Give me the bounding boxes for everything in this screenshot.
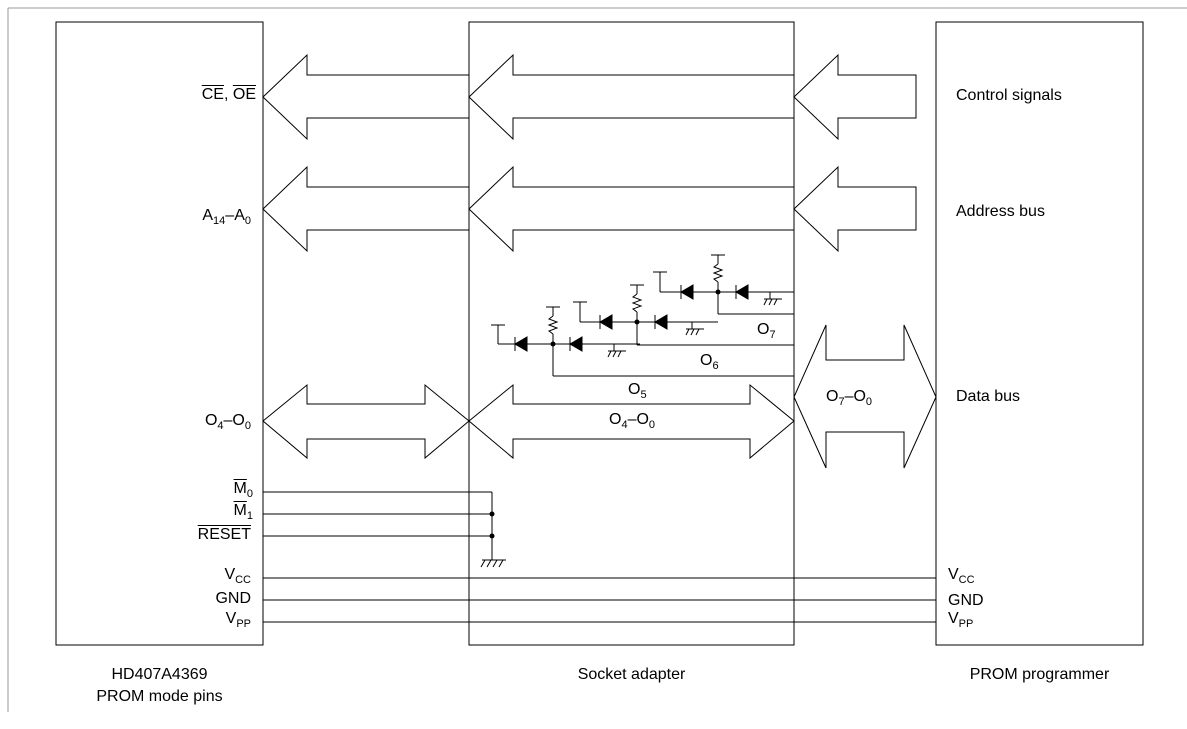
data-pins-label: O4–O0 xyxy=(150,412,251,432)
bus-o0-sub: 0 xyxy=(865,396,873,408)
o7-text: O xyxy=(757,321,770,338)
address-arrow-middle xyxy=(468,165,795,253)
ce-oe-label: CE, OE xyxy=(150,86,256,104)
right-gnd-label: GND xyxy=(948,592,984,609)
programmer-caption: PROM programmer xyxy=(969,666,1110,683)
reset-text: RESET xyxy=(197,526,251,543)
m0-text: M xyxy=(233,480,247,497)
socket-adapter-block xyxy=(468,21,795,646)
m0-label: M0 xyxy=(150,480,253,500)
adapter-o0-sub: 0 xyxy=(648,419,656,431)
o6-sub: 6 xyxy=(712,360,719,372)
ce-oe-sep: , xyxy=(223,86,233,103)
data-o2-sub: 0 xyxy=(244,420,251,432)
control-signals-label: Control signals xyxy=(956,87,1062,104)
address-arrow-left xyxy=(262,165,470,253)
address-arrow-right xyxy=(793,165,917,253)
data-bus-label: Data bus xyxy=(956,388,1021,405)
left-vpp-sub: PP xyxy=(236,618,251,630)
prom-programmer-block xyxy=(935,21,1144,646)
o6-text: O xyxy=(700,352,713,369)
data-bus-arrow xyxy=(793,324,937,469)
left-vcc-sub: CC xyxy=(235,574,251,586)
o5-label: O5 xyxy=(628,381,647,401)
mcu-block xyxy=(55,21,264,646)
right-vpp-text: V xyxy=(948,610,959,627)
adapter-caption: Socket adapter xyxy=(577,666,686,683)
bus-dash: –O xyxy=(844,388,866,405)
data-dash: –O xyxy=(223,412,245,429)
bus-o7-text: O xyxy=(826,388,839,405)
o7-label: O7 xyxy=(757,321,776,341)
reset-label: RESET xyxy=(150,526,251,544)
address-pins-label: A14–A0 xyxy=(150,207,251,227)
o5-text: O xyxy=(628,381,641,398)
left-vcc-text: V xyxy=(224,566,236,583)
ce-text: CE xyxy=(201,86,224,103)
m1-sub: 1 xyxy=(246,510,253,522)
right-vcc-sub: CC xyxy=(958,574,975,586)
data-arrow-middle xyxy=(468,383,795,460)
adapter-o4-o0-label: O4–O0 xyxy=(609,411,656,431)
oe-text: OE xyxy=(232,86,256,103)
o5-pull-circuit xyxy=(491,306,794,377)
left-vpp-label: VPP xyxy=(150,610,251,630)
left-vcc-label: VCC xyxy=(150,566,251,586)
bus-o7-sub: 7 xyxy=(838,396,845,408)
o7-sub: 7 xyxy=(769,329,776,341)
m1-label: M1 xyxy=(150,502,253,522)
left-gnd-text: GND xyxy=(215,590,251,607)
left-gnd-label: GND xyxy=(150,590,251,608)
m0-sub: 0 xyxy=(246,488,253,500)
data-o-text: O xyxy=(204,412,218,429)
control-arrow-middle xyxy=(468,53,795,141)
adapter-o4-text: O xyxy=(609,411,622,428)
o5-sub: 5 xyxy=(640,389,647,401)
adapter-o4-sub: 4 xyxy=(621,419,628,431)
addr-a-text: A xyxy=(202,207,214,224)
o6-label: O6 xyxy=(700,352,719,372)
o7-pull-circuit xyxy=(653,254,794,315)
data-arrow-left xyxy=(262,383,470,460)
page-frame xyxy=(7,7,1187,712)
control-arrow-left xyxy=(262,53,470,141)
right-vcc-text: V xyxy=(948,566,959,583)
left-vpp-text: V xyxy=(225,610,237,627)
adapter-o4-dash: –O xyxy=(627,411,649,428)
addr-b-sub: 0 xyxy=(244,215,251,227)
o6-pull-circuit xyxy=(573,284,794,346)
right-vpp-label: VPP xyxy=(948,610,974,630)
data-bus-range-label: O7–O0 xyxy=(826,388,873,408)
junction-dots xyxy=(489,289,721,539)
mcu-caption-line1: HD407A4369 xyxy=(111,666,208,683)
addr-dash: –A xyxy=(225,207,245,224)
address-bus-label: Address bus xyxy=(956,203,1045,220)
addr-a-sub: 14 xyxy=(213,215,226,227)
data-o-sub: 4 xyxy=(217,420,224,432)
m1-text: M xyxy=(233,502,247,519)
mcu-caption-line2: PROM mode pins xyxy=(96,688,223,705)
ground-symbol xyxy=(480,559,506,568)
right-vpp-sub: PP xyxy=(958,618,974,630)
right-vcc-label: VCC xyxy=(948,566,975,586)
control-arrow-right xyxy=(793,53,917,141)
